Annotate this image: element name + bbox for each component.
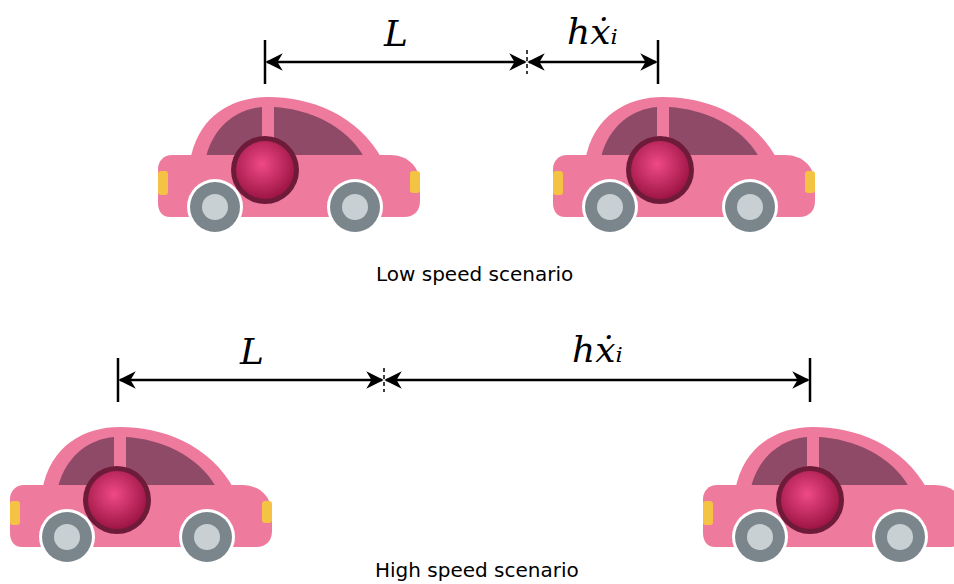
dimension-label: L bbox=[240, 334, 264, 370]
dimension-tick bbox=[383, 368, 385, 392]
dimension-tick bbox=[117, 358, 120, 402]
scenario-caption: Low speed scenario bbox=[376, 264, 573, 284]
dimension-lines bbox=[118, 40, 810, 402]
scenario-caption: High speed scenario bbox=[375, 560, 579, 580]
car-icon bbox=[158, 97, 420, 235]
dimension-label: L bbox=[384, 16, 408, 52]
car-icon bbox=[10, 427, 272, 565]
dimension-arrow bbox=[267, 61, 525, 64]
dimension-label: hẋᵢ bbox=[572, 332, 623, 368]
dimension-arrow bbox=[386, 379, 808, 382]
dimension-tick bbox=[264, 40, 267, 84]
dimension-tick bbox=[526, 50, 528, 74]
dimension-tick bbox=[657, 40, 660, 84]
car-icon bbox=[703, 427, 954, 565]
dimension-tick bbox=[809, 358, 812, 402]
dimension-arrow bbox=[529, 61, 656, 64]
car-icon bbox=[553, 97, 815, 235]
dimension-label: hẋᵢ bbox=[567, 14, 618, 50]
dimension-arrow bbox=[120, 379, 382, 382]
